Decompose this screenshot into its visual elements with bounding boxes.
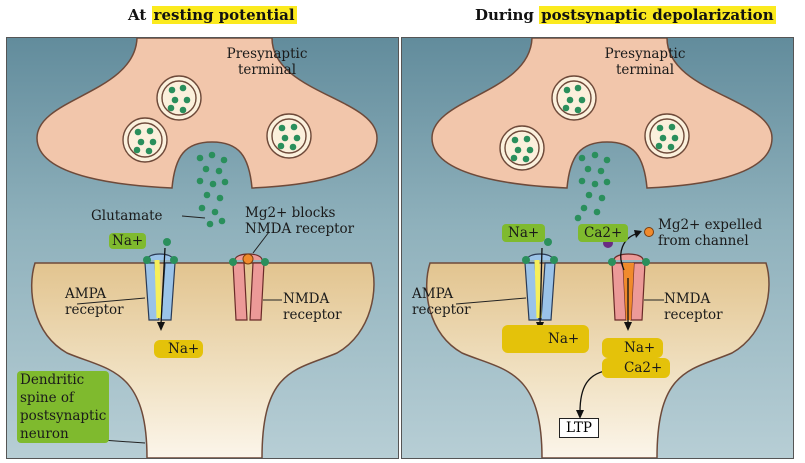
- na-ion-label-top: Na+: [109, 233, 147, 249]
- ampa-receptor-label: AMPA receptor: [65, 286, 124, 318]
- nmda-receptor: [232, 253, 265, 321]
- presynaptic-terminal-label: Presynaptic terminal: [226, 46, 308, 78]
- vesicle: [266, 113, 312, 159]
- presynaptic-terminal: [36, 38, 378, 189]
- glutamate-label: Glutamate: [91, 208, 163, 224]
- na-ion-label-top: Na+: [502, 224, 546, 242]
- vesicle: [156, 75, 202, 121]
- ca-ion-label-top: Ca2+: [578, 224, 629, 242]
- ampa-receptor: [524, 253, 556, 321]
- panel-depolarization: Presynaptic terminal Na+ Ca2+ Mg2+ expel…: [401, 37, 794, 459]
- vesicle: [644, 113, 690, 159]
- presynaptic-terminal-label: Presynaptic terminal: [604, 46, 686, 78]
- panel-resting: Presynaptic terminal Glutamate Mg2+ bloc…: [6, 37, 399, 459]
- title-right: During postsynaptic depolarization: [475, 6, 776, 24]
- glutamate-molecules: [196, 151, 229, 228]
- dendritic-spine-label: Dendritic spine of postsynaptic neuron: [17, 371, 109, 443]
- synapse-diagram-resting: [30, 38, 378, 458]
- nmda-receptor-label: NMDA receptor: [664, 291, 723, 323]
- synapse-diagram-depolarization: [425, 38, 773, 458]
- title-right-highlight: postsynaptic depolarization: [539, 6, 776, 24]
- na-ion-label-ampa: Na+: [502, 325, 590, 353]
- ampa-receptor-label: AMPA receptor: [412, 286, 471, 318]
- mg-blocks-label: Mg2+ blocks NMDA receptor: [245, 205, 355, 237]
- vesicle: [122, 117, 168, 163]
- vesicle: [551, 75, 597, 121]
- ampa-receptor: [144, 253, 176, 321]
- nmda-receptor-label: NMDA receptor: [283, 291, 342, 323]
- glutamate-molecules: [574, 151, 611, 222]
- ltp-box: LTP: [559, 418, 599, 438]
- title-left: At resting potential: [128, 6, 297, 24]
- na-ion-label-nmda: Na+: [602, 338, 664, 358]
- ca-ion-label-nmda: Ca2+: [602, 358, 671, 378]
- na-ion-label-bottom: Na+: [154, 340, 204, 358]
- title-left-highlight: resting potential: [151, 6, 297, 24]
- mg-expelled-label: Mg2+ expelled from channel: [658, 217, 763, 249]
- vesicle: [499, 125, 545, 171]
